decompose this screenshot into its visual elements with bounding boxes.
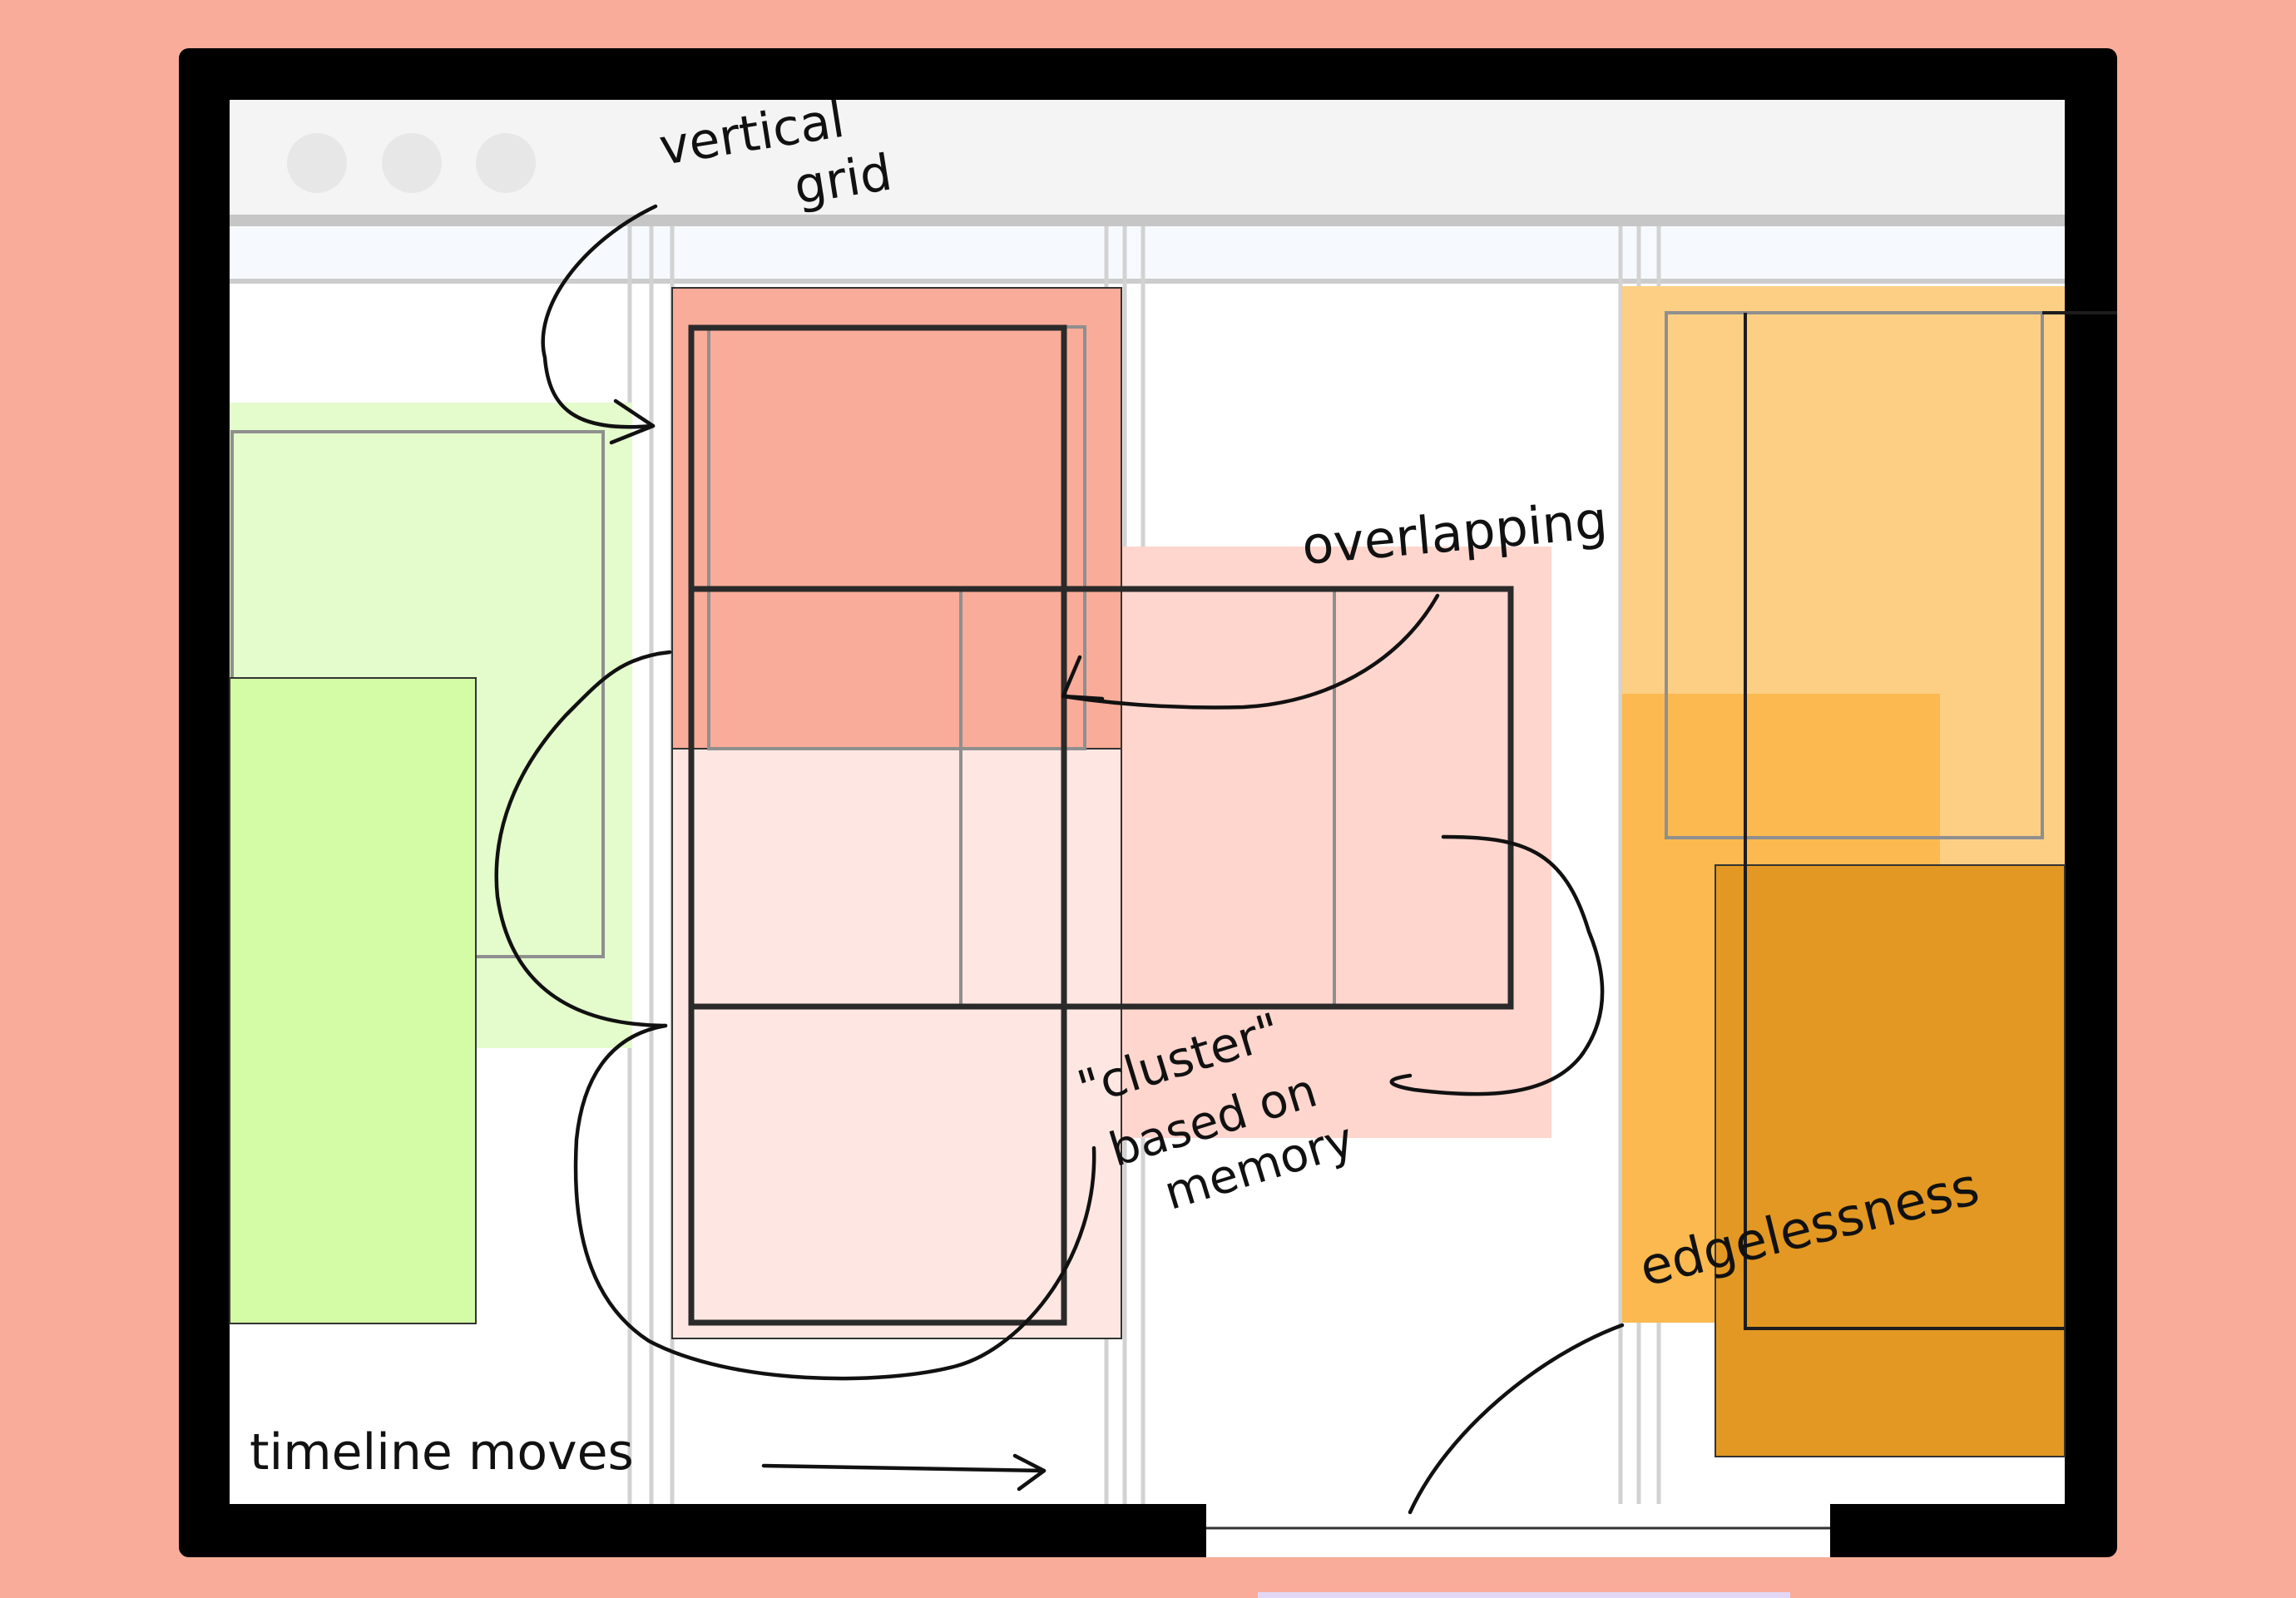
cluster-outline-frames (688, 324, 1514, 1326)
overlapping-arrow-head (1061, 655, 1105, 701)
minimize-dot[interactable] (382, 133, 442, 193)
vertical-grid-arrow-head (609, 398, 656, 445)
sketch-arrows (494, 204, 1625, 1515)
bracket-right (1389, 834, 1605, 1096)
title-bar-divider (230, 215, 2065, 226)
green-block-small (229, 677, 477, 1324)
annotation-grid: grid (789, 143, 896, 216)
orange-dark-block (1715, 864, 2066, 1457)
orange-grey-outline (1665, 311, 2044, 839)
toolbar-strip (230, 226, 2065, 280)
salmon-light-block (1101, 547, 1551, 1138)
timeline-arrow-head (1012, 1453, 1047, 1492)
title-bar (230, 100, 2065, 215)
maximize-dot[interactable] (476, 133, 536, 193)
salmon-pale-block (671, 748, 1122, 1339)
overlapping-arrow (1061, 593, 1440, 710)
timeline-arrow (761, 1463, 1047, 1473)
vertical-grid-arrow (541, 204, 658, 429)
edgelessness-curve (1408, 1323, 1625, 1515)
bottom-bar-highlight (1258, 1592, 1790, 1598)
bezel-gap (1206, 1504, 1830, 1557)
salmon-thin-dividers (959, 587, 1336, 1007)
close-dot[interactable] (287, 133, 347, 193)
salmon-block (671, 287, 1122, 750)
orange-outline-frame (1744, 311, 2117, 1330)
annotation-timeline-moves: timeline moves (250, 1423, 634, 1482)
bracket-lower-left (573, 1023, 1096, 1381)
bracket-upper-left (494, 650, 672, 1028)
